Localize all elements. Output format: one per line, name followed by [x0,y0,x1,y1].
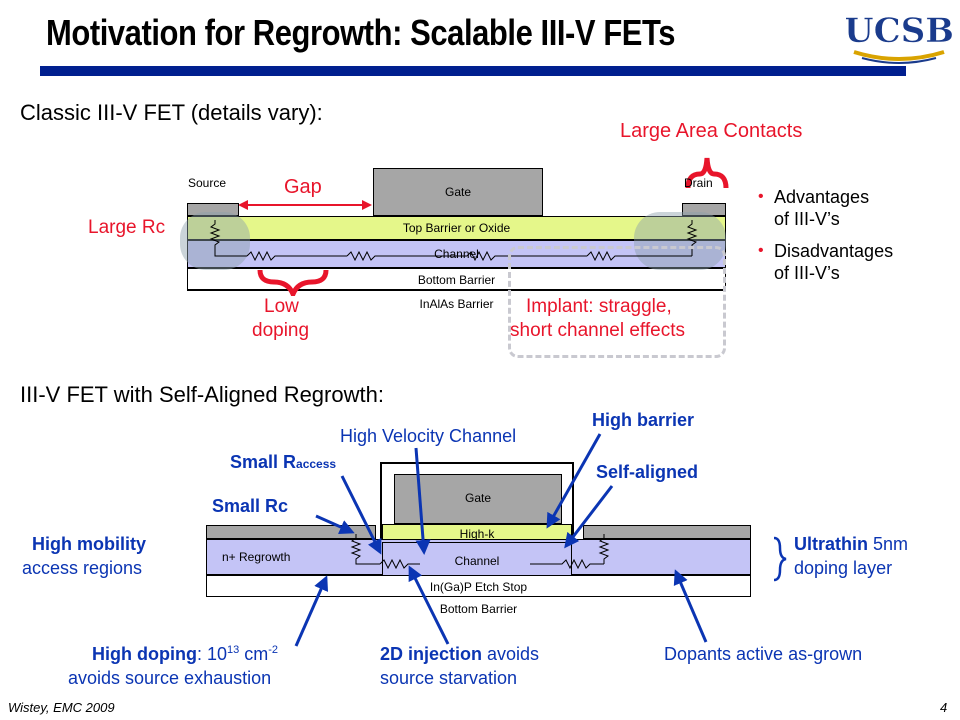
regrowth-heading: III-V FET with Self-Aligned Regrowth: [20,382,384,407]
low-doping-brace-icon [257,269,329,296]
regrowth-gate-label: Gate [464,491,491,505]
n-regrowth-label: n+ Regrowth [222,550,291,564]
drain-label: Drain [684,176,713,190]
source-contact [187,203,239,216]
high-k-label: High-k [459,527,495,541]
classic-bottom-barrier: Bottom Barrier [187,268,726,290]
dopants-label: Dopants active as-grown [664,644,863,664]
self-aligned-label: Self-aligned [596,462,699,482]
classic-channel: Channel [187,240,726,268]
regrowth-resistor-network-icon [350,534,610,570]
implant-line2: short channel effects [510,320,685,341]
page-number: 4 [940,700,948,715]
classic-bottom-barrier-label: Bottom Barrier [417,273,496,287]
large-area-contacts-label: Large Area Contacts [620,120,803,142]
high-velocity-channel-label: High Velocity Channel [340,426,517,446]
title-underline-bar [40,66,906,76]
high-barrier-label: High barrier [592,410,695,430]
regrowth-channel-label: Channel [454,554,500,568]
ucsb-logo-text: UCSB [846,11,952,51]
large-rc-label: Large Rc [88,217,166,238]
classic-resistor-network-icon [209,220,698,262]
classic-gate-label: Gate [444,185,471,199]
drain-rc-highlight [634,212,726,270]
injection-line1: 2D injection avoids [380,644,540,664]
inalas-barrier-label: InAlAs Barrier [419,297,494,311]
low-doping-line2: doping [252,320,310,341]
ultrathin-line1: Ultrathin 5nm [794,534,909,554]
gap-label: Gap [284,176,322,198]
regrowth-bottom-barrier-label: Bottom Barrier [439,602,518,616]
ultrathin-brace-icon [773,536,787,582]
slide-title: Motivation for Regrowth: Scalable III-V … [46,12,676,53]
small-raccess-label: Small Raccess [230,452,337,472]
regrowth-drain-contact [583,525,751,539]
classic-gate: Gate [373,168,543,216]
implant-line1: Implant: straggle, [526,296,672,317]
high-mobility-line2: access regions [22,558,143,578]
regrowth-bottom-barrier: Bottom Barrier [206,597,751,621]
etch-stop-layer: In(Ga)P Etch Stop [206,575,751,597]
footer-citation: Wistey, EMC 2009 [8,700,115,715]
ultrathin-line2: doping layer [794,558,893,578]
low-doping-line1: Low [264,296,299,317]
high-doping-line2: avoids source exhaustion [68,668,272,688]
implant-region-outline [508,246,726,358]
small-rc-label: Small Rc [212,496,289,516]
classic-top-barrier: Top Barrier or Oxide [187,216,726,240]
classic-heading: Classic III-V FET (details vary): [20,100,323,125]
classic-inalas-barrier: InAlAs Barrier [187,290,726,316]
high-mobility-line1: High mobility [32,534,146,554]
top-barrier-label: Top Barrier or Oxide [402,221,511,235]
injection-line2: source starvation [380,668,518,688]
contacts-brace-icon [685,157,729,189]
ucsb-logo: UCSB [846,11,952,64]
gap-arrow-icon [238,200,372,210]
drain-contact [682,203,726,216]
source-label: Source [188,176,227,190]
regrowth-source-contact [206,525,376,539]
classic-channel-label: Channel [434,247,479,261]
high-doping-line1: High doping: 1013 cm-2 [92,644,279,664]
etch-stop-label: In(Ga)P Etch Stop [429,580,528,594]
